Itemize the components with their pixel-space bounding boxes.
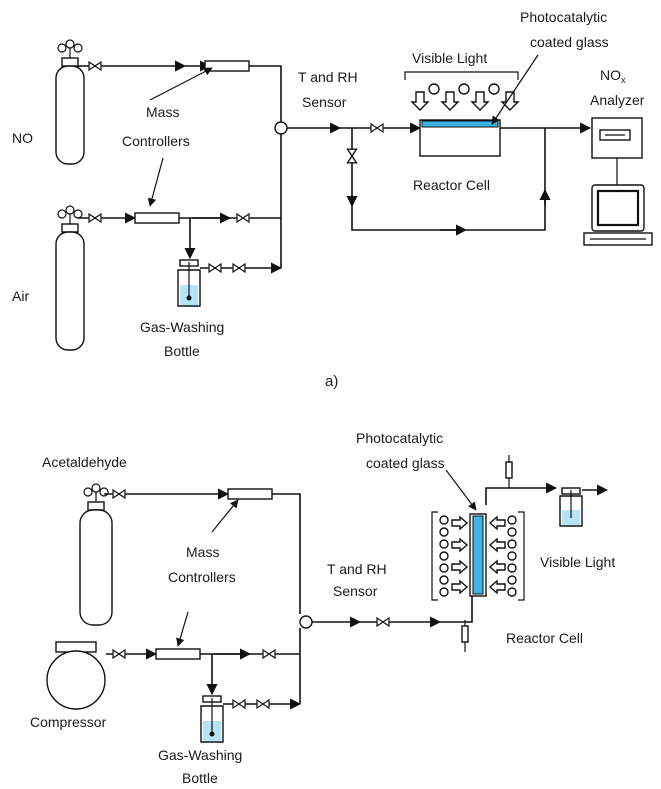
reactor-cell-label-b: Reactor Cell <box>506 630 583 646</box>
mass-controllers-label-b-2: Controllers <box>168 569 236 585</box>
no-valve-icon <box>88 61 102 71</box>
acetaldehyde-valve-icon <box>112 489 126 499</box>
no-label: NO <box>12 130 33 146</box>
photocatalytic-label-b-2: coated glass <box>366 455 445 471</box>
gas-washing-label-b-1: Gas-Washing <box>158 747 242 763</box>
reactor-b-inlet-valve-icon <box>376 617 390 627</box>
computer-monitor <box>583 184 653 246</box>
compressor-valve-icon <box>112 649 126 659</box>
compressor-label: Compressor <box>30 714 107 730</box>
gas-washing-bottle-b <box>200 695 224 743</box>
mass-controller-acetaldehyde <box>227 488 273 500</box>
mass-controllers-label-b-1: Mass <box>186 544 219 560</box>
mixing-junction-b <box>299 615 313 629</box>
t-rh-sensor-label-a-1: T and RH <box>298 69 358 85</box>
mass-controllers-label-a-1: Mass <box>146 104 179 120</box>
caption-a: a) <box>325 373 338 390</box>
t-rh-sensor-label-b-2: Sensor <box>333 583 378 599</box>
mass-controller-air <box>134 212 180 224</box>
t-rh-sensor-label-a-2: Sensor <box>302 94 347 110</box>
acetaldehyde-label: Acetaldehyde <box>42 454 127 470</box>
gas-washing-label-a-2: Bottle <box>164 343 200 359</box>
visible-light-label-a: Visible Light <box>412 50 487 66</box>
air-valve-icon <box>88 213 102 223</box>
gas-washing-label-a-1: Gas-Washing <box>140 319 224 335</box>
photocatalytic-glass-b <box>472 515 484 595</box>
nox-analyzer-label-2: Analyzer <box>590 92 645 108</box>
bottle-b-valve-1-icon <box>232 699 246 709</box>
t-rh-sensor-label-b-1: T and RH <box>327 561 387 577</box>
mass-controllers-label-a-2: Controllers <box>122 133 190 149</box>
reactor-cell-label-a: Reactor Cell <box>413 177 490 193</box>
visible-light-label-b: Visible Light <box>540 554 615 570</box>
mixing-junction-a <box>274 121 288 135</box>
acetaldehyde-gas-cylinder <box>79 483 113 626</box>
visible-light-lamps-b-right <box>488 515 517 597</box>
air-gas-cylinder <box>55 205 85 351</box>
diagram-a: NO Air <box>12 9 653 390</box>
photocatalytic-glass-a <box>421 120 499 128</box>
photocatalytic-label-a-1: Photocatalytic <box>520 9 607 25</box>
photocatalytic-label-b-1: Photocatalytic <box>356 430 443 446</box>
bypass-valve-icon <box>346 148 358 164</box>
air-mix-valve-icon <box>236 213 250 223</box>
photocatalytic-label-a-2: coated glass <box>530 34 609 50</box>
bottle-b-valve-2-icon <box>256 699 270 709</box>
gas-washing-bottle-a <box>177 259 201 307</box>
reactor-cell-b <box>461 513 487 652</box>
gas-washing-label-b-2: Bottle <box>182 770 218 786</box>
bottle-valve-1-icon <box>208 263 222 273</box>
nox-analyzer-label-1: NOx <box>600 67 626 85</box>
no-gas-cylinder <box>55 39 85 165</box>
air-label: Air <box>12 288 29 304</box>
compressor-mix-valve-icon <box>262 649 276 659</box>
mass-controller-compressor <box>155 648 201 660</box>
nox-analyzer <box>591 117 643 185</box>
visible-light-lamps-b-left <box>439 515 469 597</box>
mass-controller-no <box>204 60 250 72</box>
reactor-cell-a <box>419 119 501 157</box>
air-compressor <box>46 641 106 710</box>
reactor-inlet-valve-icon <box>370 123 384 133</box>
bottle-valve-2-icon <box>232 263 246 273</box>
outlet-bottle-b <box>559 487 583 527</box>
diagram-b: Acetaldehyde Compressor <box>30 430 615 786</box>
visible-light-lamps-a <box>410 83 520 111</box>
